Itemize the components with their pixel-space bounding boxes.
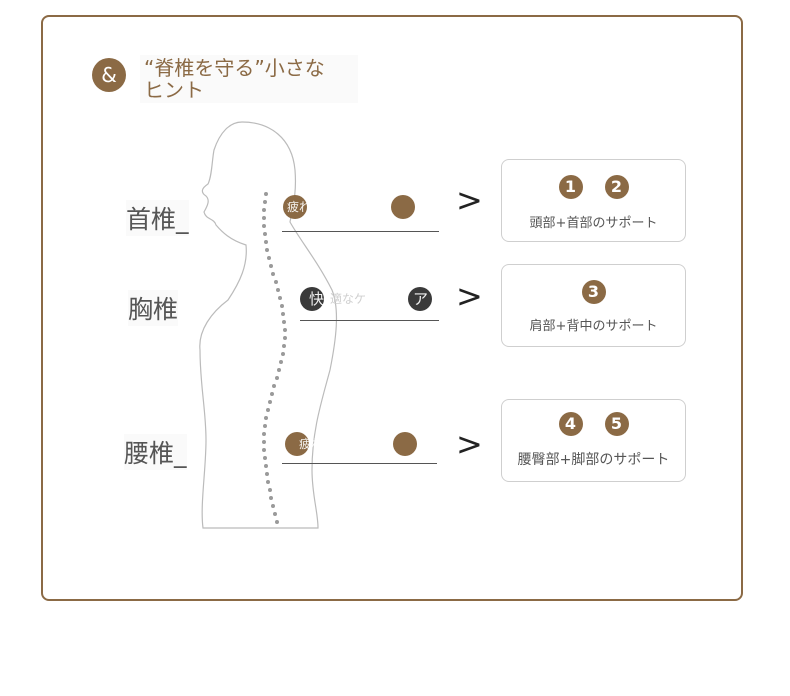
title-line-1: “脊椎を守る”小さな [144, 56, 325, 80]
support-number: 3 [581, 280, 606, 304]
chest-underline [300, 320, 439, 321]
neck-tag-dot-right [391, 195, 415, 219]
lumbar-vertebra-label: 腰椎_ [124, 434, 187, 470]
ampersand-badge: & [92, 58, 126, 92]
chest-vertebra-label: 胸椎 [128, 290, 179, 326]
neck-tag-dot-left [283, 195, 307, 219]
neck-vertebra-label: 首椎_ [126, 200, 189, 236]
arrow-right-icon: > [456, 181, 483, 219]
section-title: “脊椎を守る”小さな ヒント [140, 55, 358, 103]
neck-tag: 疲れやすい部位 [283, 195, 419, 219]
lumbar-tag: 疲れやすい部位 [285, 432, 419, 456]
title-line-2: ヒント [144, 78, 204, 102]
chest-tag: 快 適なケ ア [300, 287, 434, 311]
chest-tag-start: 快 [309, 290, 325, 308]
support-box-head-neck: 1 2 頭部+首部のサポート [501, 159, 686, 242]
support-box-hip-legs: 4 5 腰臀部+脚部のサポート [501, 399, 686, 482]
support-caption: 頭部+首部のサポート [529, 216, 658, 231]
support-number: 2 [604, 175, 629, 199]
chest-tag-dot-left [300, 287, 324, 311]
arrow-right-icon: > [456, 425, 483, 463]
neck-underline [282, 231, 439, 232]
chest-tag-dot-right [408, 287, 432, 311]
lumbar-tag-dot-right [393, 432, 417, 456]
spine-dots [262, 192, 287, 524]
lumbar-underline [282, 463, 437, 464]
chest-tag-mid: 適なケ [330, 292, 367, 306]
neck-tag-text: 疲れやすい部位 [287, 200, 372, 214]
support-number: 4 [558, 412, 583, 436]
lumbar-tag-text: 疲れやすい部位 [299, 437, 384, 451]
arrow-right-icon: > [456, 277, 483, 315]
support-caption: 腰臀部+脚部のサポート [517, 452, 670, 468]
body-outline [199, 121, 338, 529]
chest-tag-end: ア [413, 290, 429, 308]
content-frame [41, 15, 743, 601]
support-number: 5 [604, 412, 629, 436]
support-box-shoulder-back: 3 肩部+背中のサポート [501, 264, 686, 347]
support-caption: 肩部+背中のサポート [529, 319, 658, 334]
support-number: 1 [558, 175, 583, 199]
lumbar-tag-dot-left [285, 432, 309, 456]
